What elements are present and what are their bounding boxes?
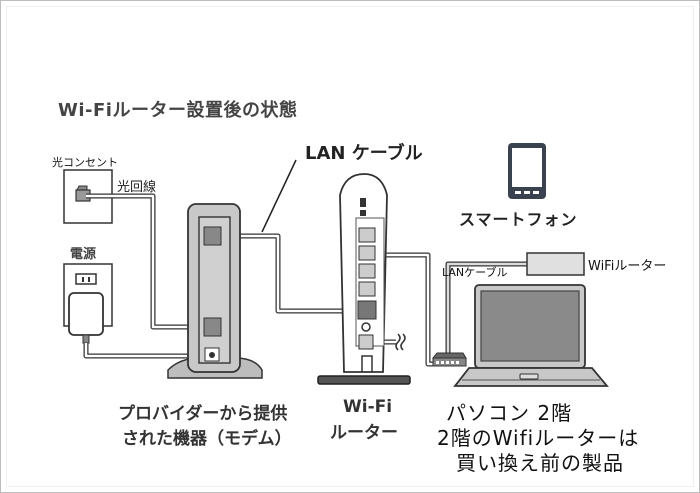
power-label: 電源 xyxy=(70,247,97,262)
power-outlet xyxy=(63,263,113,344)
smartphone-label: スマートフォン xyxy=(459,210,578,229)
diagram-inner-frame xyxy=(6,6,694,487)
modem-label-line1: プロバイダーから提供 xyxy=(118,404,288,424)
modem-lan-port xyxy=(203,226,222,246)
note-line2: 買い換え前の製品 xyxy=(456,451,624,475)
optical-outlet-label: 光コンセント xyxy=(52,156,118,169)
modem-label-line2: された機器（モデム） xyxy=(122,429,292,449)
router-label-line1: Wi-Fi xyxy=(343,397,393,417)
modem-device xyxy=(167,203,263,379)
cables xyxy=(83,193,528,367)
power-adapter-icon xyxy=(68,292,104,344)
pc-label: パソコン 2階 xyxy=(446,401,573,425)
diagram-title: Wi-Fiルーター設置後の状態 xyxy=(58,100,298,121)
heat-icon xyxy=(395,333,406,351)
switch-hub-icon xyxy=(431,352,467,367)
lan-cable-label: LAN ケーブル xyxy=(305,143,423,164)
lan-cable-2-label: LANケーブル xyxy=(442,266,508,279)
modem-optical-port xyxy=(203,317,222,337)
wifi-router-2-box xyxy=(526,252,585,276)
wifi-router-device xyxy=(317,173,411,385)
lan-label-leader xyxy=(261,159,297,233)
laptop-icon xyxy=(453,284,609,387)
optical-line-label: 光回線 xyxy=(117,180,157,195)
router-lan-ports xyxy=(358,227,376,297)
smartphone-icon xyxy=(508,143,546,199)
note-line1: 2階のWifiルーターは xyxy=(437,426,640,450)
wifi-router-2-label: WiFiルーター xyxy=(588,259,667,274)
router-wan-port xyxy=(357,300,377,320)
router-label-line2: ルーター xyxy=(330,423,398,443)
